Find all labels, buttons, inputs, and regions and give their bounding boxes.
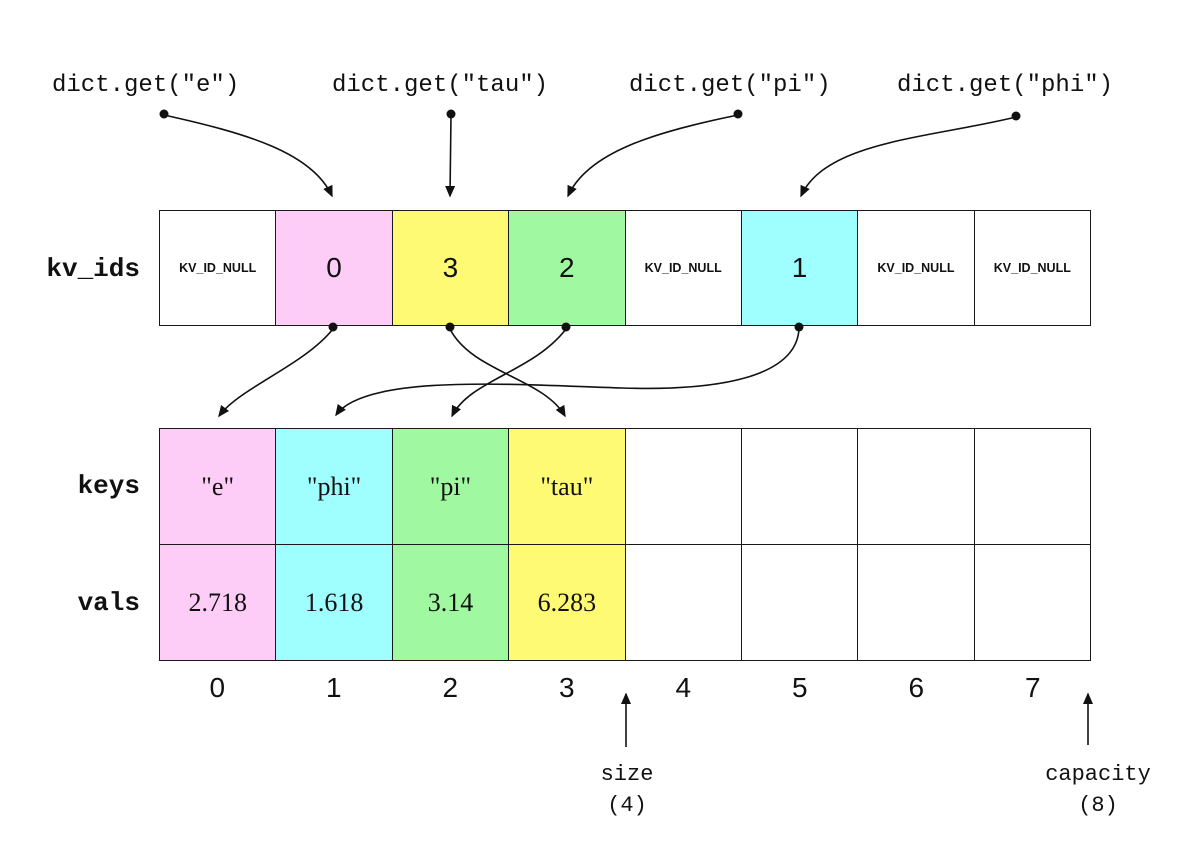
query-label-e: dict.get("e"): [52, 72, 240, 99]
keys-row-label: keys: [77, 471, 140, 501]
index-label-5: 5: [791, 672, 808, 703]
array-cell-kv-3: 2: [509, 211, 626, 325]
arrow-query-e-to-slot1: [163, 114, 333, 198]
keys-array: "e" "phi" "pi" "tau": [160, 429, 1090, 545]
index-label-0: 0: [209, 672, 226, 703]
array-cell-kv-4: KV_ID_NULL: [625, 211, 742, 325]
kv-ids-row-label: kv_ids: [46, 254, 140, 284]
array-cell-val-5: [741, 545, 859, 660]
vals-row-label: vals: [77, 588, 140, 618]
array-cell-kv-0: KV_ID_NULL: [160, 211, 277, 325]
arrow-query-tau-to-slot2: [445, 114, 456, 198]
array-cell-kv-6: KV_ID_NULL: [858, 211, 975, 325]
array-cell-val-0: 2.718: [160, 545, 277, 660]
index-label-4: 4: [675, 672, 692, 703]
array-cell-val-7: [974, 545, 1090, 660]
dot-query-e: [159, 109, 169, 119]
array-cell-val-6: [858, 545, 975, 660]
array-cell-val-1: 1.618: [276, 545, 393, 660]
query-label-phi: dict.get("phi"): [897, 72, 1114, 99]
arrow-slot2-to-entry3: [449, 328, 566, 418]
index-label-6: 6: [908, 672, 925, 703]
array-cell-key-2: "pi": [392, 429, 510, 544]
capacity-value: (8): [1078, 793, 1118, 818]
array-cell-kv-2: 3: [392, 211, 510, 325]
arrow-slot1-to-entry0: [218, 328, 334, 418]
array-cell-key-6: [858, 429, 975, 544]
array-cell-key-3: "tau": [509, 429, 626, 544]
index-label-1: 1: [325, 672, 342, 703]
array-cell-key-5: [741, 429, 859, 544]
array-cell-kv-7: KV_ID_NULL: [974, 211, 1090, 325]
array-cell-key-0: "e": [160, 429, 277, 544]
array-cell-val-2: 3.14: [392, 545, 510, 660]
index-label-3: 3: [558, 672, 575, 703]
array-cell-val-3: 6.283: [509, 545, 626, 660]
index-label-2: 2: [442, 672, 459, 703]
entry-arrays: "e" "phi" "pi" "tau" 2.718 1.618 3.14 6.…: [159, 428, 1091, 661]
array-cell-kv-1: 0: [276, 211, 393, 325]
size-value: (4): [607, 793, 647, 818]
size-label: size: [600, 762, 654, 787]
array-cell-key-1: "phi": [276, 429, 393, 544]
capacity-label: capacity: [1045, 762, 1151, 787]
dot-query-tau: [446, 109, 456, 119]
array-cell-val-4: [625, 545, 742, 660]
vals-array: 2.718 1.618 3.14 6.283: [160, 545, 1090, 660]
kv-ids-array: KV_ID_NULL 0 3 2 KV_ID_NULL 1 KV_ID_NULL…: [159, 210, 1091, 326]
query-label-tau: dict.get("tau"): [332, 72, 549, 99]
arrow-slot5-to-entry1: [335, 328, 800, 417]
arrow-query-phi-to-slot5: [800, 116, 1017, 198]
dot-query-phi: [1011, 111, 1021, 121]
array-cell-key-7: [974, 429, 1090, 544]
dot-query-pi: [733, 109, 743, 119]
array-cell-key-4: [625, 429, 742, 544]
array-cell-kv-5: 1: [741, 211, 859, 325]
arrow-slot3-to-entry2: [451, 328, 567, 418]
query-label-pi: dict.get("pi"): [629, 72, 831, 99]
arrow-query-pi-to-slot3: [567, 114, 739, 198]
index-label-7: 7: [1024, 672, 1041, 703]
